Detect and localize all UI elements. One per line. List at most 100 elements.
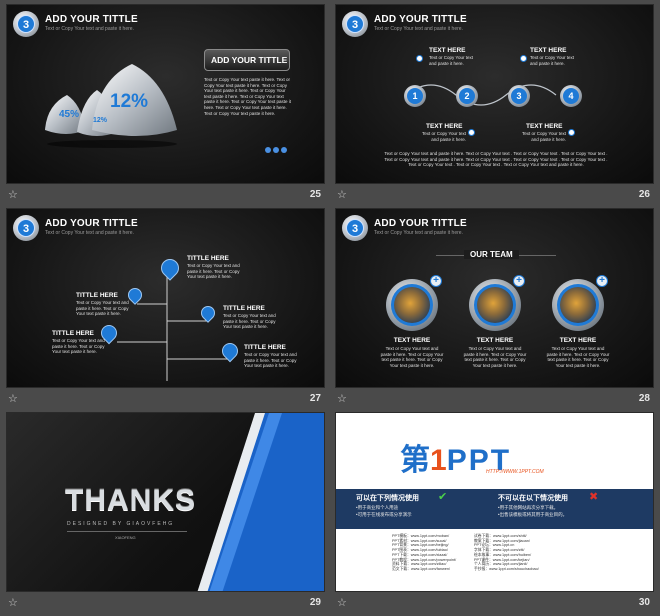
percent-small: 12%: [93, 117, 108, 124]
number-badge-icon: 3: [342, 11, 368, 37]
slide-thumbnail-25[interactable]: 3 ADD YOUR TITTLE Text or Copy Your text…: [6, 4, 325, 207]
slide-number: 25: [309, 189, 321, 200]
slide-thumbnail-29[interactable]: THANKS DESIGNED BY GIAOVFEHG XIAOFENG ☆ …: [6, 412, 325, 615]
slide-number: 30: [638, 597, 650, 608]
slide-title: ADD YOUR TITTLE: [45, 14, 138, 25]
text-bottom-left: Text or Copy Your text and paste it here…: [421, 131, 466, 142]
can-title: 可以在下列情况使用: [356, 495, 419, 502]
label-bottom-right: TEXT HERE: [526, 123, 563, 130]
slide-title: ADD YOUR TITTLE: [45, 218, 138, 229]
tree-label-5: TITTLE HERE: [244, 344, 286, 351]
link-item[interactable]: 手抄报：www.1ppt.com/shouchaobao/: [474, 566, 539, 571]
star-icon[interactable]: ☆: [8, 188, 18, 201]
slide-number: 27: [309, 393, 321, 404]
link-item[interactable]: PPT图表：www.1ppt.com/tubiao/: [392, 548, 448, 553]
slide-canvas: 第1PPT HTTP://WWW.1PPT.COM 可以在下列情况使用 ✔ •用…: [335, 412, 654, 592]
tree-text-4: Text or Copy Your text and paste it here…: [52, 338, 105, 355]
text-top-right: Text or Copy Your text and paste it here…: [530, 55, 575, 66]
percent-big: 12%: [110, 91, 149, 112]
blue-diagonal-shape: [197, 413, 324, 591]
link-item[interactable]: PPT背景：www.1ppt.com/beijing/: [392, 543, 449, 548]
team-photo-1: [386, 279, 438, 331]
slide-number: 29: [309, 597, 321, 608]
star-icon[interactable]: ☆: [8, 392, 18, 405]
slide-canvas: 3 ADD YOUR TITTLE Text or Copy Your text…: [335, 4, 654, 184]
star-icon[interactable]: ☆: [8, 596, 18, 609]
step-2-icon: 2: [456, 85, 478, 107]
body-text: Text or Copy Your text paste it here. Te…: [204, 77, 291, 116]
link-item[interactable]: 资料下载：www.1ppt.com/ziliao/: [392, 562, 447, 567]
percent-left: 45%: [59, 109, 80, 120]
link-item[interactable]: PPT模板：www.1ppt.com/moban/: [392, 534, 450, 538]
slide-thumbnail-28[interactable]: 3 ADD YOUR TITTLE Text or Copy Your text…: [335, 208, 654, 411]
star-icon[interactable]: ☆: [337, 596, 347, 609]
logo-url: HTTP://WWW.1PPT.COM: [486, 469, 544, 475]
slide-subtitle: Text or Copy Your text and paste it here…: [45, 26, 134, 32]
label-bottom-left: TEXT HERE: [426, 123, 463, 130]
tree-text-2: Text or Copy Your text and paste it here…: [76, 300, 129, 317]
link-item[interactable]: 教案下载：www.1ppt.com/jiaoan/: [474, 538, 530, 543]
tree-label-1: TITTLE HERE: [187, 255, 229, 262]
team-photo-2: [469, 279, 521, 331]
slide-subtitle: Text or Copy Your text and paste it here…: [374, 230, 463, 236]
link-item[interactable]: PPT论坛：www.1ppt.cn: [474, 543, 515, 548]
star-icon[interactable]: ☆: [337, 392, 347, 405]
number-badge-icon: 3: [13, 215, 39, 241]
add-title-button: ADD YOUR TITTLE: [204, 49, 290, 71]
marker-icon: [520, 55, 527, 62]
star-icon[interactable]: ☆: [337, 188, 347, 201]
designed-by: DESIGNED BY GIAOVFEHG: [67, 521, 175, 527]
link-item[interactable]: 试卷下载：www.1ppt.com/shiti/: [474, 534, 527, 538]
member-text-3: Text or Copy Your text and paste it here…: [546, 346, 610, 368]
link-item[interactable]: 个人简历：www.1ppt.com/jianli/: [474, 562, 528, 567]
slide-title: ADD YOUR TITTLE: [374, 218, 467, 229]
check-icon: ✔: [438, 490, 448, 503]
member-label-3: TEXT HERE: [559, 337, 597, 344]
link-item[interactable]: PPT下载：www.1ppt.com/xiazai/: [392, 552, 448, 557]
thanks-text: THANKS: [65, 484, 196, 517]
slide-number: 26: [638, 189, 650, 200]
tree-text-5: Text or Copy Your text and paste it here…: [244, 352, 297, 369]
metallic-drops-graphic: [45, 64, 177, 148]
cannot-item-2: •出售该模板或将其用于商业目的。: [498, 512, 568, 517]
slide-thumbnail-27[interactable]: 3 ADD YOUR TITTLE Text or Copy Your text…: [6, 208, 325, 411]
tree-text-3: Text or Copy Your text and paste it here…: [223, 313, 276, 330]
cross-icon: ✖: [589, 490, 599, 503]
member-label-1: TEXT HERE: [393, 337, 431, 344]
number-badge-icon: 3: [342, 215, 368, 241]
links-col-1: PPT模板：www.1ppt.com/moban/ PPT素材：www.1ppt…: [392, 534, 482, 572]
tree-label-4: TITTLE HERE: [52, 330, 94, 337]
marker-icon: [416, 55, 423, 62]
step-1-icon: 1: [404, 85, 426, 107]
link-item[interactable]: 字体下载：www.1ppt.com/ziti/: [474, 548, 525, 553]
team-heading: OUR TEAM: [464, 250, 519, 259]
label-top-left: TEXT HERE: [429, 47, 466, 54]
link-item[interactable]: PPT课件：www.1ppt.com/kejian/: [474, 557, 530, 562]
slide-canvas: 3 ADD YOUR TITTLE Text or Copy Your text…: [335, 208, 654, 388]
can-item-1: •用于商业和个人用途: [356, 505, 399, 510]
dot-indicators: [265, 140, 287, 158]
slide-thumbnail-30[interactable]: 第1PPT HTTP://WWW.1PPT.COM 可以在下列情况使用 ✔ •用…: [335, 412, 654, 615]
link-item[interactable]: 范文下载：www.1ppt.com/fanwen/: [392, 566, 451, 571]
tree-label-3: TITTLE HERE: [223, 305, 265, 312]
text-top-left: Text or Copy Your text and paste it here…: [429, 55, 474, 66]
member-label-2: TEXT HERE: [476, 337, 514, 344]
step-connector-line: [405, 84, 557, 106]
text-bottom-right: Text or Copy Your text and paste it here…: [521, 131, 566, 142]
link-item[interactable]: 绘本故事：www.1ppt.com/huiben/: [474, 552, 532, 557]
step-3-icon: 3: [508, 85, 530, 107]
member-text-1: Text or Copy Your text and paste it here…: [380, 346, 444, 368]
member-text-2: Text or Copy Your text and paste it here…: [463, 346, 527, 368]
link-item[interactable]: PPT素材：www.1ppt.com/sucai/: [392, 538, 447, 543]
link-item[interactable]: PPT教程：www.1ppt.com/powerpoint/: [392, 557, 457, 562]
team-photo-3: [552, 279, 604, 331]
plus-icon: +: [430, 275, 442, 287]
tree-lines: [117, 275, 229, 381]
logo: 第1PPT: [400, 443, 512, 478]
marker-icon: [568, 129, 575, 136]
paragraph: Text or Copy Your text and paste it here…: [384, 151, 608, 168]
cannot-item-1: •用于其他网站再次分享下载。: [498, 505, 559, 510]
slide-thumbnail-26[interactable]: 3 ADD YOUR TITTLE Text or Copy Your text…: [335, 4, 654, 207]
plus-icon: +: [596, 275, 608, 287]
label-top-right: TEXT HERE: [530, 47, 567, 54]
